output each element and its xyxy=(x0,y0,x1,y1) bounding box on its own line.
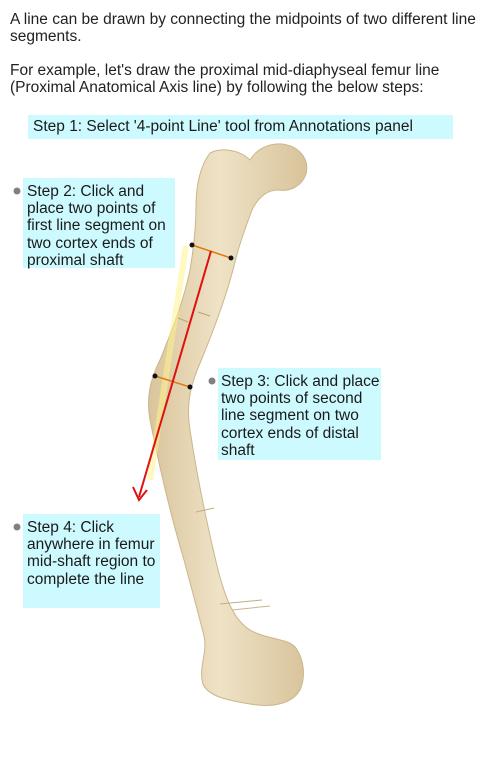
intro-line-2: For example, let's draw the proximal mid… xyxy=(10,62,440,96)
step-2-label: Step 2: Click and place two points of fi… xyxy=(27,183,166,269)
proximal-point-2[interactable] xyxy=(228,255,234,261)
anatomical-axis-line[interactable] xyxy=(138,250,212,498)
distal-point-2[interactable] xyxy=(187,384,193,390)
femur-bone-image xyxy=(147,143,308,706)
step-3-box: Step 3: Click and place two points of se… xyxy=(218,368,381,460)
bullet-dot-icon xyxy=(208,377,216,385)
axis-arrowhead-icon xyxy=(132,486,148,502)
step-1-box: Step 1: Select '4-point Line' tool from … xyxy=(28,115,453,139)
proximal-point-1[interactable] xyxy=(189,242,195,248)
distal-point-1[interactable] xyxy=(152,373,158,379)
step-2-box: Step 2: Click and place two points of fi… xyxy=(23,178,175,269)
step-4-box: Step 4: Click anywhere in femur mid-shaf… xyxy=(23,514,160,608)
bullet-dot-icon xyxy=(13,187,21,195)
step-3-label: Step 3: Click and place two points of se… xyxy=(221,373,380,459)
bullet-dot-icon xyxy=(13,523,21,531)
intro-line-1: A line can be drawn by connecting the mi… xyxy=(10,11,476,45)
step-1-label: Step 1: Select '4-point Line' tool from … xyxy=(33,118,413,135)
step-4-label: Step 4: Click anywhere in femur mid-shaf… xyxy=(27,519,156,588)
intro-text: A line can be drawn by connecting the mi… xyxy=(10,11,490,96)
